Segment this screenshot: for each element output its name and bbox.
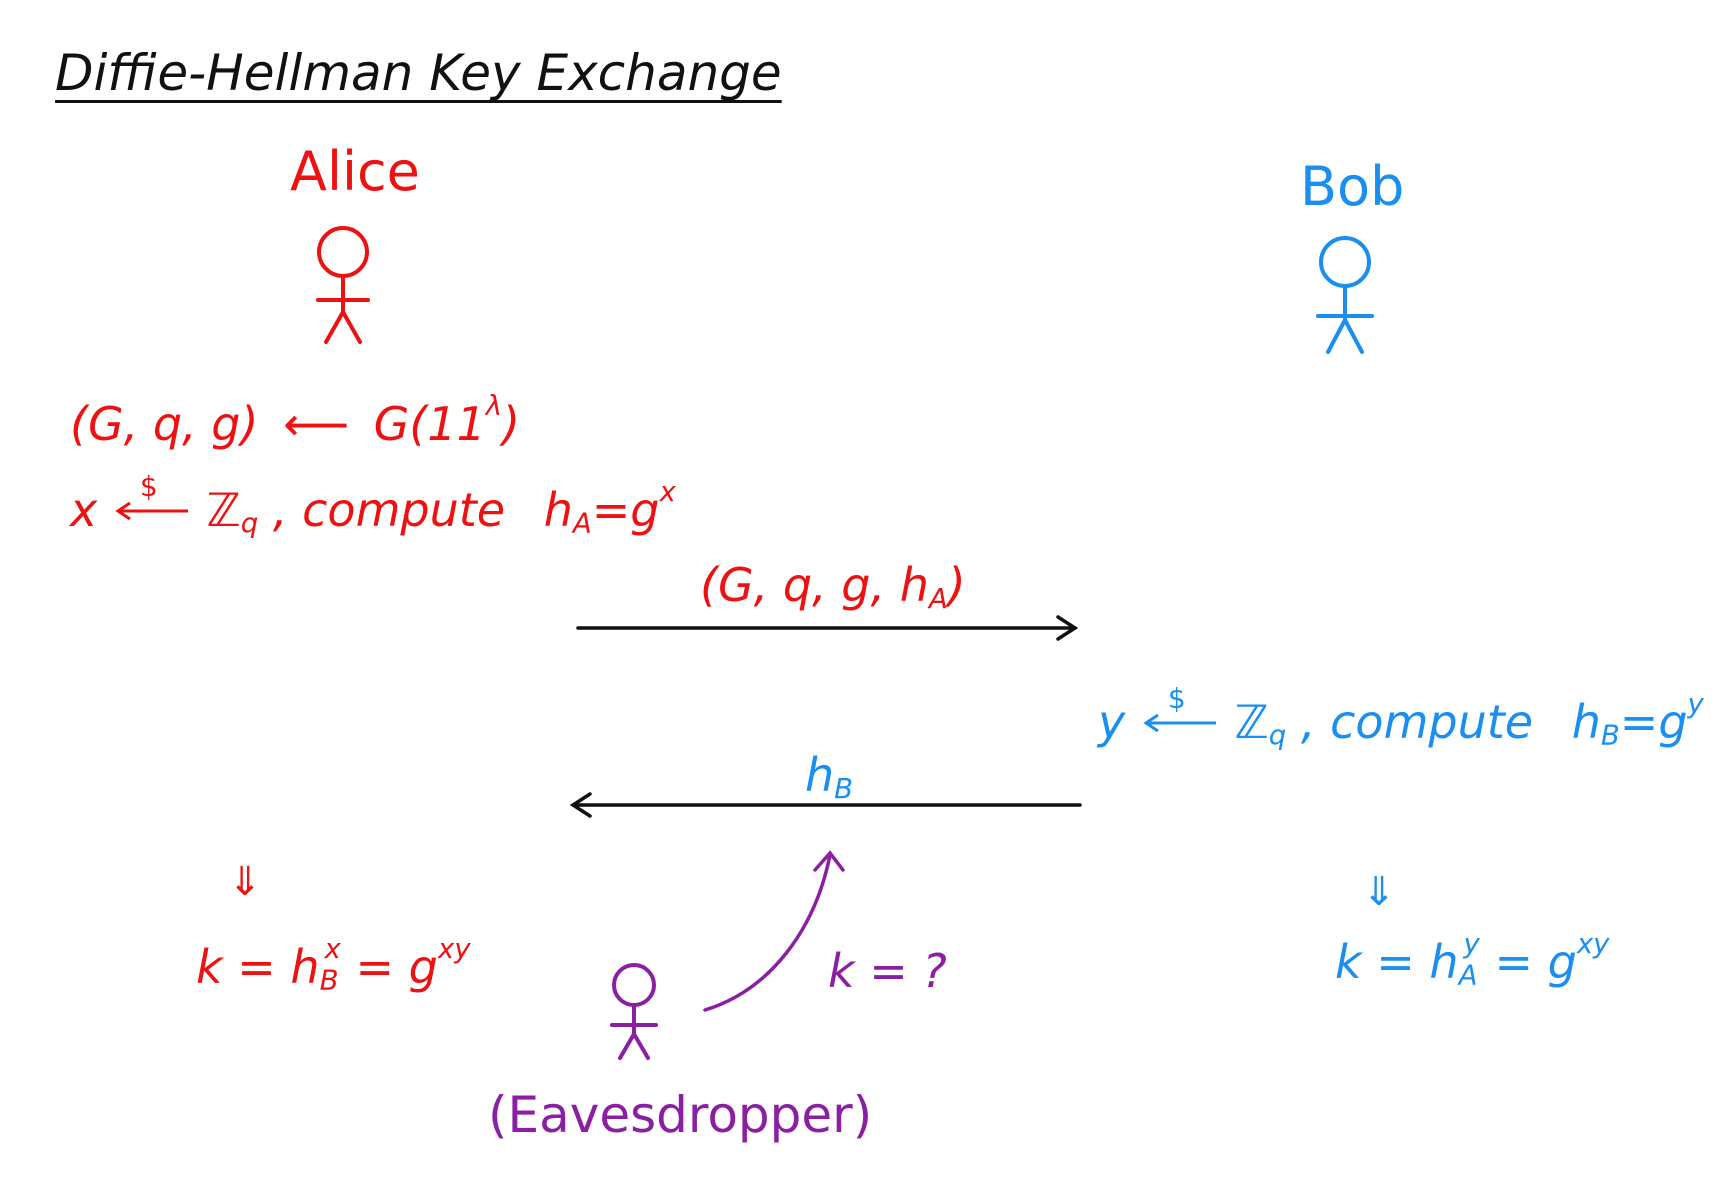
message-to-alice-h: h [805,748,835,802]
eavesdropper-label: (Eavesdropper) [488,1086,873,1144]
diagram-title: Diffie-Hellman Key Exchange [55,44,782,102]
arrow-to-alice [569,792,1082,818]
one-text: 1 [456,396,486,451]
eavesdropper-figure [610,963,658,1060]
random-sample-arrow-icon: $ [1140,685,1220,745]
bob-compute-exp: y [1687,687,1704,720]
alice-key-h-exp: x [324,932,341,965]
dollar-icon: $ [139,470,158,504]
alice-sample: x $ ℤq , compute hA=gx [70,473,676,540]
alice-compute-h-sub: A [572,506,592,540]
alice-sample-set-sub: q [240,506,259,540]
bob-compute-label: , compute [1300,694,1534,749]
bob-compute-h: h [1571,694,1601,749]
bob-name: Bob [1300,155,1405,218]
message-to-bob-sub: A [928,581,948,615]
alice-figure [316,226,370,344]
bob-key-rhs: = g [1494,934,1577,989]
bob-figure [1316,236,1374,354]
alice-sample-set: ℤ [206,482,241,537]
bob-key-h-sub: A [1458,958,1478,992]
message-to-bob-close: ) [947,558,966,612]
alice-setup-gen: G(1 [373,396,457,451]
bob-sample: y $ ℤq , compute hB=gy [1098,685,1704,752]
dollar-icon: $ [1167,682,1186,716]
alice-name: Alice [290,140,420,203]
message-to-bob-open: (G, q, g, h [700,558,929,612]
alice-key-rhs-exp: xy [437,932,471,965]
bob-compute-h-sub: B [1600,718,1620,752]
bob-sample-var: y [1098,694,1126,749]
alice-key-h-sub: B [319,963,339,997]
bob-sample-set-sub: q [1268,718,1287,752]
bob-down-arrow-icon: ⇓ [1362,869,1396,915]
random-sample-arrow-icon: $ [112,473,192,533]
alice-setup: (G, q, g) ⟵ G(11λ) [70,392,520,447]
bob-compute-eq: =g [1619,694,1688,749]
arrow-to-bob [576,615,1079,641]
interception-arrow [703,850,845,1012]
bob-sample-set: ℤ [1234,694,1269,749]
message-to-bob: (G, q, g, hA) [700,562,966,612]
alice-compute-h: h [543,482,573,537]
alice-setup-params: (G, q, g) [70,396,259,451]
alice-sample-var: x [70,482,98,537]
message-to-alice: hB [805,752,853,802]
lambda-exp: λ [485,389,503,422]
eavesdropper-question: k = ? [828,944,947,998]
alice-compute-label: , compute [272,482,506,537]
left-arrow-icon: ⟵ [283,396,350,451]
alice-key-lhs: k = h [196,939,320,994]
alice-key: k = hBx = gxy [196,935,471,994]
alice-setup-close: ) [502,396,521,451]
alice-compute-eq: =g [591,482,660,537]
alice-key-rhs: = g [355,939,438,994]
bob-key-h-exp: y [1463,927,1480,960]
bob-key-lhs: k = h [1335,934,1459,989]
bob-key: k = hAy = gxy [1335,930,1610,989]
alice-compute-exp: x [659,475,676,508]
bob-key-rhs-exp: xy [1576,927,1610,960]
message-to-alice-sub: B [834,771,854,805]
alice-down-arrow-icon: ⇓ [228,859,262,905]
